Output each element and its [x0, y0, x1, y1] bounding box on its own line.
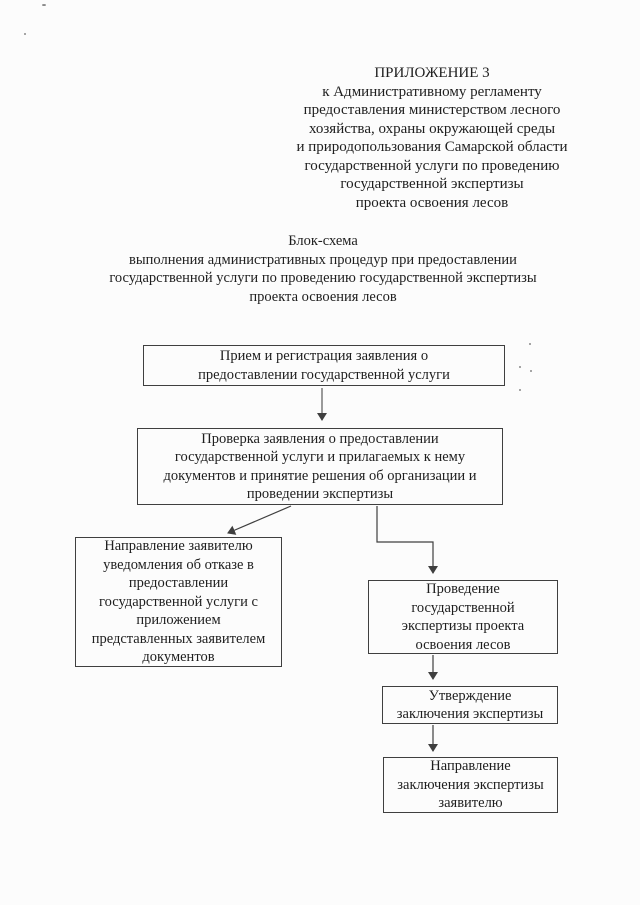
- scan-speck: [42, 4, 46, 6]
- box-text-line: представленных заявителем: [91, 630, 266, 647]
- box-text-line: экспертизы проекта: [401, 618, 525, 634]
- arrow-check-to-expertise: [376, 506, 438, 574]
- appendix-header: ПРИЛОЖЕНИЕ 3 к Административному регламе…: [283, 64, 581, 212]
- header-line: хозяйства, охраны окружающей среды: [308, 120, 556, 137]
- box-text-line: государственной: [411, 599, 515, 616]
- box-text-line: проведении экспертизы: [246, 486, 394, 502]
- scan-speck: [519, 366, 521, 368]
- box-text-line: заключения экспертизы: [397, 776, 544, 793]
- arrow-check-to-refusal: [227, 505, 292, 535]
- box-text-line: Направление: [430, 758, 511, 775]
- box-text-line: заключения экспертизы: [396, 706, 544, 722]
- box-text-line: заявителю: [438, 795, 503, 812]
- header-line: и природопользования Самарской области: [296, 139, 568, 155]
- box-text-line: Направление заявителю: [104, 538, 253, 555]
- flow-box-send-conclusion: Направление заключения экспертизы заявит…: [383, 757, 558, 813]
- title-line: Блок-схема: [288, 233, 358, 249]
- box-text-line: документов: [142, 649, 215, 666]
- header-line: проекта освоения лесов: [355, 194, 509, 211]
- flow-box-reception: Прием и регистрация заявления о предоста…: [143, 345, 505, 386]
- box-text-line: государственной услуги с: [99, 593, 258, 610]
- box-text-line: предоставлении: [128, 575, 229, 592]
- header-line: к Административному регламенту: [322, 83, 542, 100]
- scan-speck: [529, 343, 531, 345]
- flow-box-approve-conclusion: Утверждение заключения экспертизы: [382, 686, 558, 724]
- scan-speck: [24, 33, 26, 35]
- header-line: государственной услуги по проведению: [304, 157, 560, 174]
- flow-box-check-decision: Проверка заявления о предоставлении госу…: [137, 428, 503, 505]
- box-text-line: предоставлении государственной услуги: [198, 366, 450, 383]
- header-line: государственной экспертизы: [340, 176, 524, 192]
- page-title: Блок-схема выполнения административных п…: [63, 232, 583, 306]
- box-text-line: документов и принятие решения об организ…: [163, 467, 477, 484]
- title-line: государственной услуги по проведению гос…: [109, 270, 537, 286]
- title-line: выполнения административных процедур при…: [129, 251, 517, 268]
- box-text-line: государственной услуги и прилагаемых к н…: [174, 449, 466, 465]
- box-text-line: Утверждение: [428, 687, 512, 704]
- scan-speck: [530, 370, 532, 372]
- header-line: ПРИЛОЖЕНИЕ 3: [374, 65, 490, 81]
- box-text-line: Прием и регистрация заявления о: [219, 348, 429, 364]
- flow-box-refusal-notice: Направление заявителю уведомления об отк…: [75, 537, 282, 667]
- box-text-line: приложением: [136, 612, 221, 629]
- box-text-line: освоения лесов: [415, 636, 511, 653]
- header-line: предоставления министерством лесного: [303, 102, 561, 118]
- box-text-line: Проверка заявления о предоставлении: [201, 430, 439, 447]
- box-text-line: уведомления об отказе в: [103, 556, 254, 573]
- scan-speck: [519, 389, 521, 391]
- box-text-line: Проведение: [426, 581, 500, 597]
- title-line: проекта освоения лесов: [249, 288, 397, 305]
- flow-box-conduct-expertise: Проведение государственной экспертизы пр…: [368, 580, 558, 654]
